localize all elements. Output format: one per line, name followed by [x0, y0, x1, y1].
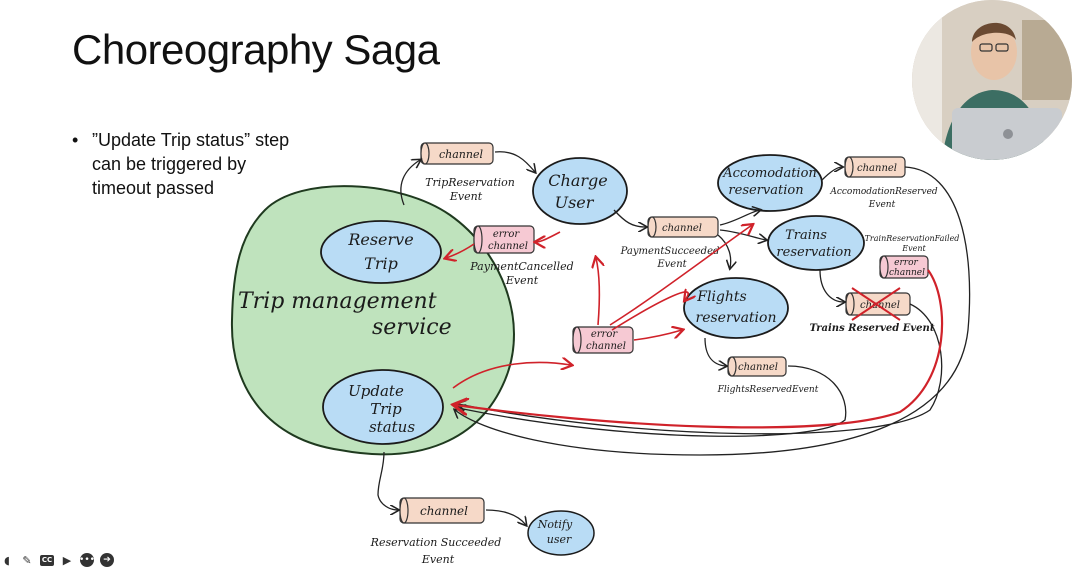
update-trip-status-node: Update Trip status — [322, 369, 444, 445]
next-icon[interactable]: ➔ — [100, 553, 114, 567]
accomodation-reservation-node: Accomodation reservation — [717, 154, 823, 212]
svg-text:Reserve: Reserve — [347, 230, 413, 249]
error-channel-central: error channel — [572, 326, 634, 354]
channel-flights-reserved: channel — [727, 356, 787, 377]
svg-text:Event: Event — [505, 274, 539, 287]
svg-text:Flights: Flights — [696, 289, 746, 305]
svg-text:Trains: Trains — [785, 228, 827, 243]
channel-reservation-succeeded: channel — [399, 497, 485, 524]
svg-text:channel: channel — [586, 341, 626, 352]
svg-text:Charge: Charge — [548, 171, 607, 190]
svg-text:Event: Event — [656, 259, 687, 270]
presentation-toolbar: ◖ ✎ CC ▶ ••• ➔ — [0, 551, 114, 569]
svg-text:Trip: Trip — [364, 254, 398, 273]
svg-text:Event: Event — [449, 190, 483, 203]
svg-text:reservation: reservation — [696, 310, 777, 326]
svg-text:Event: Event — [868, 200, 896, 210]
error-channel-payment: error channel — [473, 225, 535, 254]
trains-reservation-node: Trains reservation — [767, 215, 865, 271]
svg-text:Notify: Notify — [537, 518, 573, 531]
train-reservation-failed-event-label: TrainReservationFailed — [865, 234, 960, 243]
svg-text:Update: Update — [348, 382, 404, 400]
svg-text:channel: channel — [662, 223, 702, 234]
slide-title: Choreography Saga — [72, 26, 440, 73]
svg-text:channel: channel — [420, 504, 468, 518]
notify-user-node: Notify user — [527, 510, 595, 556]
channel-trip-reservation: channel — [420, 142, 494, 165]
error-flow-arrows — [446, 225, 944, 429]
pointer-icon[interactable]: ◖ — [4, 553, 10, 567]
bullet-item: ”Update Trip status” step can be trigger… — [70, 128, 310, 200]
bullet-list: ”Update Trip status” step can be trigger… — [70, 128, 310, 200]
svg-text:channel: channel — [889, 268, 925, 278]
presenter-image — [912, 0, 1072, 160]
svg-text:error: error — [894, 258, 918, 268]
service-label-line1: Trip management — [238, 289, 437, 314]
captions-icon[interactable]: CC — [40, 554, 54, 566]
reserve-trip-node: Reserve Trip — [320, 220, 442, 284]
svg-text:reservation: reservation — [728, 183, 803, 198]
channel-accomodation-reserved: channel — [844, 156, 906, 178]
error-channel-trains: error channel — [879, 255, 929, 279]
flights-reservation-node: Flights reservation — [683, 277, 789, 339]
svg-text:error: error — [493, 229, 520, 240]
svg-text:channel: channel — [488, 241, 528, 252]
svg-text:Trip: Trip — [370, 400, 402, 418]
svg-text:status: status — [369, 418, 415, 436]
pen-icon[interactable]: ✎ — [22, 553, 32, 567]
payment-cancelled-event-label: PaymentCancelled — [469, 260, 573, 273]
channel-payment-succeeded: channel — [647, 216, 719, 238]
svg-text:Accomodation: Accomodation — [722, 166, 817, 181]
reservation-succeeded-event-label: Reservation Succeeded — [370, 536, 502, 549]
more-icon[interactable]: ••• — [79, 553, 95, 567]
video-icon[interactable]: ▶ — [62, 553, 72, 567]
svg-text:reservation: reservation — [776, 245, 851, 260]
svg-text:User: User — [555, 193, 595, 212]
svg-text:Event: Event — [421, 553, 455, 566]
presenter-webcam — [912, 0, 1072, 160]
charge-user-node: Charge User — [532, 157, 628, 225]
accomodation-reserved-event-label: AccomodationReserved — [829, 187, 938, 197]
trip-reservation-event-label: TripReservation — [425, 176, 515, 189]
svg-text:channel: channel — [439, 148, 483, 161]
svg-text:error: error — [591, 329, 618, 340]
payment-succeeded-event-label: PaymentSucceeded — [620, 246, 720, 257]
svg-text:Event: Event — [901, 244, 926, 253]
channel-trains-reserved: channel — [845, 287, 911, 321]
svg-text:channel: channel — [738, 362, 778, 373]
svg-text:channel: channel — [857, 163, 897, 174]
trains-reserved-event-label: Trains Reserved Event — [810, 323, 935, 334]
service-label-line2: service — [372, 315, 452, 340]
flights-reserved-event-label: FlightsReservedEvent — [717, 385, 819, 395]
svg-text:user: user — [547, 533, 572, 546]
